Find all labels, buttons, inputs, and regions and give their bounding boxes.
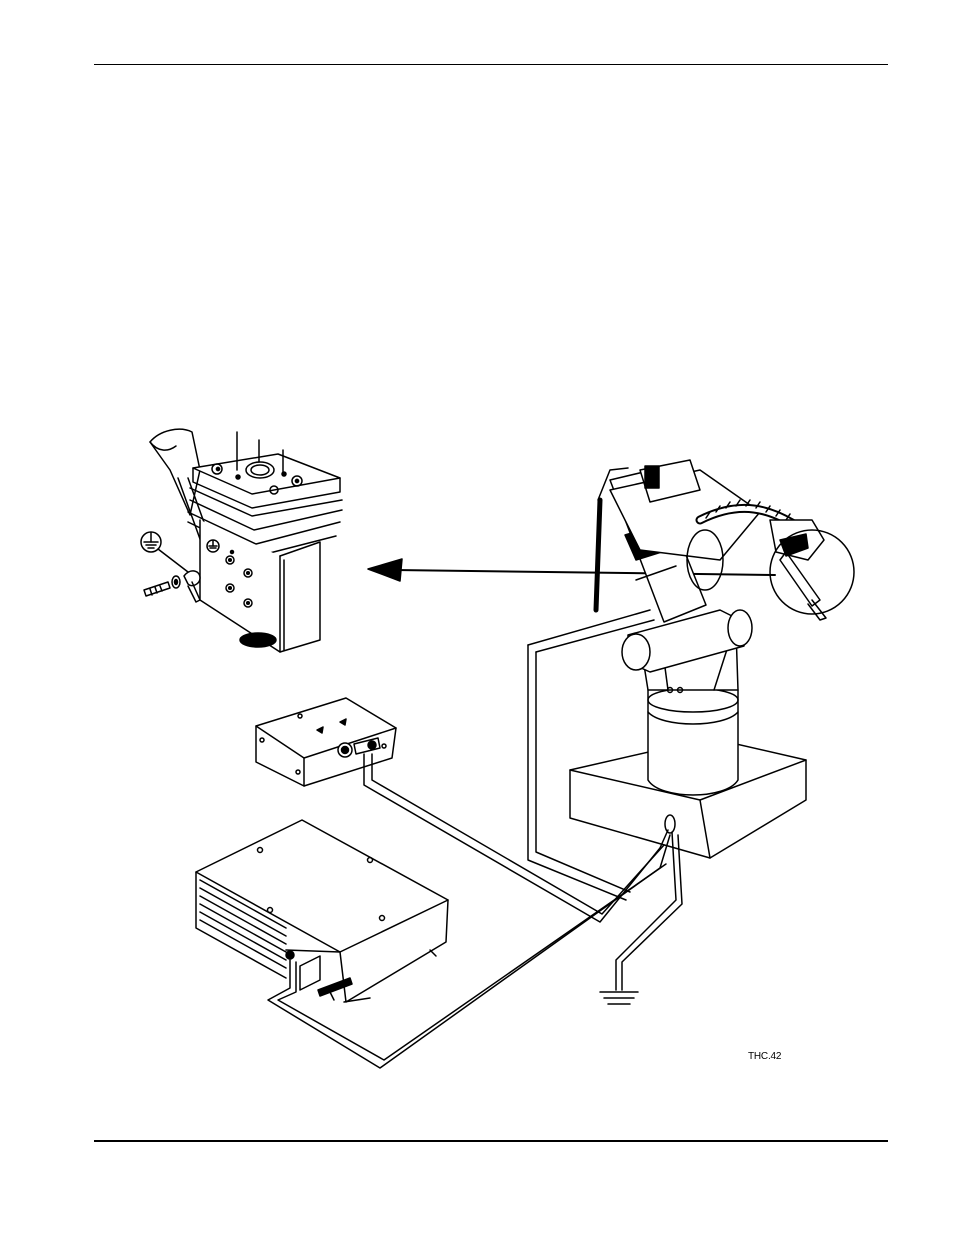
body-ground-mark-icon [206,539,220,553]
cables [267,753,683,1069]
control-module [255,697,397,787]
torch-mount-detail [149,428,343,653]
ground-screw [143,570,201,603]
footer-rule [94,1140,888,1142]
earth-ground-icon [599,991,639,1005]
arrow-icon [367,558,776,582]
header-rule [94,64,888,65]
power-supply [195,819,449,1003]
ground-symbol-icon [140,531,189,573]
robot-arm [527,459,855,901]
figure-label: THC.42 [748,1051,782,1062]
